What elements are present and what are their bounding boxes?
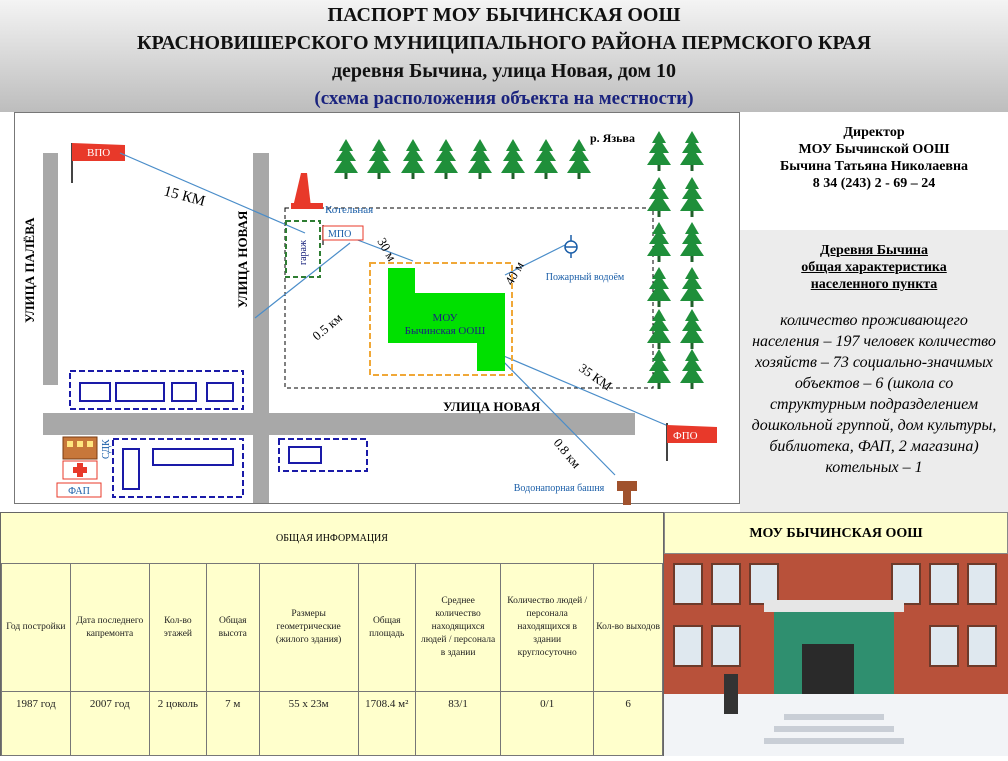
- line-pond: [504, 244, 566, 276]
- table-header-cell: Среднее количество находящихся людей / п…: [414, 563, 502, 692]
- street-paleva-label: УЛИЦА ПАЛЁВА: [22, 217, 37, 323]
- garage-outline: [285, 220, 321, 278]
- director-phone: 8 34 (243) 2 - 69 – 24: [812, 176, 936, 191]
- header-district: КРАСНОВИШЕРСКОГО МУНИЦИПАЛЬНОГО РАЙОНА П…: [136, 32, 872, 54]
- mpo-flag-icon: [322, 225, 364, 245]
- school-photo: [664, 554, 1008, 756]
- director-info: Директор МОУ Бычинской ООШ Бычина Татьян…: [740, 112, 1008, 230]
- table-header-cell: Общая площадь: [357, 563, 416, 692]
- fap-cross-icon: [62, 460, 98, 480]
- header-subtitle: (схема расположения объекта на местности…: [314, 88, 694, 109]
- table-cell: 83/1: [414, 691, 502, 756]
- line-vpo: [119, 152, 306, 234]
- table-header-cell: Количество людей / персонала находящихся…: [500, 563, 595, 692]
- pond-label: Пожарный водоём: [546, 272, 625, 283]
- table-header-cell: Кол-во этажей: [148, 563, 207, 692]
- table-cell: 1987 год: [1, 691, 71, 756]
- line-tower: [494, 352, 616, 476]
- water-tower-icon: [617, 481, 637, 505]
- street-novaya-horizontal-label: УЛИЦА НОВАЯ: [443, 399, 541, 414]
- school-label-2: Бычинская ООШ: [405, 325, 486, 337]
- distance-05km: 0.5 км: [309, 310, 345, 343]
- page-header: ПАСПОРТ МОУ БЫЧИНСКАЯ ООШ КРАСНОВИШЕРСКО…: [0, 0, 1008, 112]
- street-novaya-vertical-label: УЛИЦА НОВАЯ: [235, 210, 250, 308]
- general-info-panel: ОБЩАЯ ИНФОРМАЦИЯ Год постройки Дата посл…: [0, 512, 664, 756]
- houses-row-lower-left: [112, 438, 244, 498]
- table-cell: 0/1: [500, 691, 595, 756]
- table-row: 1987 год 2007 год 2 цоколь 7 м 55 х 23м …: [1, 691, 663, 756]
- road-paleva: [43, 153, 58, 385]
- boiler-label: Котельная: [325, 204, 373, 216]
- village-title-sub2: населенного пункта: [810, 277, 938, 292]
- table-header-cell: Размеры геометрические (жилого здания): [258, 563, 359, 692]
- school-plot: [369, 262, 513, 376]
- info-table: Год постройки Дата последнего капремонта…: [1, 563, 663, 756]
- houses-row-upper: [69, 370, 244, 410]
- line-fpo: [484, 347, 681, 432]
- table-header-row: Год постройки Дата последнего капремонта…: [1, 563, 663, 692]
- tower-label-1: Водонапорная башня: [514, 483, 605, 494]
- distance-08km: 0.8 км: [551, 435, 584, 471]
- director-school: МОУ Бычинской ООШ: [798, 142, 950, 157]
- village-title: Деревня Бычина общая характеристика насе…: [740, 242, 1008, 293]
- village-title-name: Деревня Бычина: [820, 243, 928, 258]
- river-label: р. Язьва: [590, 131, 635, 145]
- village-description: количество проживающего населения – 197 …: [751, 312, 997, 476]
- distance-30m: 30 м: [374, 235, 399, 264]
- table-header-cell: Дата последнего капремонта: [69, 563, 150, 692]
- line-05: [254, 242, 351, 319]
- boiler-house-icon: [291, 173, 323, 209]
- village-title-sub1: общая характеристика: [801, 260, 947, 275]
- fpo-flag-icon: [666, 423, 717, 461]
- houses-row-lower-right: [278, 438, 368, 472]
- sdk-building-icon: [62, 436, 98, 460]
- sdk-label: СДК: [101, 439, 112, 459]
- header-title: ПАСПОРТ МОУ БЫЧИНСКАЯ ООШ: [327, 4, 681, 26]
- fire-pond-icon: [564, 235, 578, 258]
- table-cell: 55 х 23м: [258, 691, 359, 756]
- director-title: Директор: [843, 125, 905, 140]
- line-mpo: [354, 238, 414, 262]
- garage-label: гараж: [298, 240, 309, 265]
- table-header-cell: Год постройки: [1, 563, 71, 692]
- table-cell: 1708.4 м²: [357, 691, 416, 756]
- table-cell: 2007 год: [69, 691, 150, 756]
- header-address: деревня Бычина, улица Новая, дом 10: [331, 60, 677, 82]
- distance-35km: 35 КМ: [576, 360, 615, 393]
- school-label-1: МОУ: [433, 312, 458, 324]
- fpo-label: ФПО: [673, 430, 698, 442]
- vpo-flag-icon: [71, 143, 125, 183]
- fap-label: ФАП: [68, 486, 90, 497]
- location-map: ВПО р. Язьва УЛИЦА ПАЛЁВА УЛИЦА НОВАЯ УЛ…: [14, 112, 740, 505]
- table-header-cell: Общая высота: [205, 563, 260, 692]
- director-name: Бычина Татьяна Николаевна: [779, 159, 969, 174]
- table-cell: 2 цоколь: [148, 691, 207, 756]
- photo-title: МОУ БЫЧИНСКАЯ ООШ: [664, 512, 1008, 554]
- fap-box: [56, 482, 102, 498]
- road-novaya-horizontal: [43, 413, 635, 435]
- village-characteristics: Деревня Бычина общая характеристика насе…: [740, 230, 1008, 512]
- table-header-cell: Кол-во выходов: [593, 563, 663, 692]
- table-cell: 6: [593, 691, 663, 756]
- table-cell: 7 м: [205, 691, 260, 756]
- mpo-label: МПО: [328, 229, 351, 240]
- info-title: ОБЩАЯ ИНФОРМАЦИЯ: [276, 533, 388, 544]
- road-novaya-vertical: [253, 153, 269, 503]
- vpo-label: ВПО: [87, 147, 110, 159]
- school-building: [388, 268, 505, 371]
